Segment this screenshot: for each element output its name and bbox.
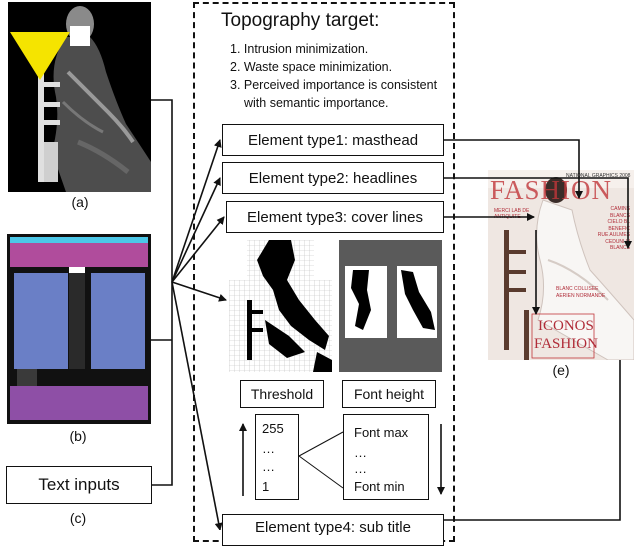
scale-dots: … [262, 441, 275, 456]
font-height-box: Font height [342, 380, 436, 408]
element-type2-box: Element type2: headlines [222, 162, 444, 194]
magazine-cover: NATIONAL GRAPHICS 2008 FASHION MERCI LAB… [488, 170, 634, 360]
cover-subtitle-2: FASHION [534, 336, 598, 352]
cover-bottom-lines: BLANC COLLISEE AERIEN NORMANDE [556, 286, 605, 299]
saliency-figure [8, 2, 151, 192]
cover-line: BLANC COLLISEE [556, 286, 599, 292]
element-type1-label: Element type1: masthead [247, 131, 419, 149]
cover-tagline: NATIONAL GRAPHICS 2008 [566, 173, 631, 179]
panel-a-label: (a) [71, 194, 89, 210]
cover-line: CIELO BL [607, 219, 630, 225]
cover-line: AERIEN NORMANDE [556, 292, 606, 299]
target-item: 1. Intrusion minimization. [230, 42, 369, 56]
element-type3-label: Element type3: cover lines [247, 208, 423, 226]
element-type3-box: Element type3: cover lines [226, 201, 444, 233]
cover-line: BENEFIC [608, 225, 630, 232]
connector-arrows [151, 99, 632, 530]
scale-dots: … [262, 459, 275, 474]
target-title: Topography target: [221, 10, 380, 31]
text-inputs-label: Text inputs [38, 475, 120, 494]
text-inputs-box: Text inputs [6, 466, 152, 504]
target-list: 1. Intrusion minimization. 2. Waste spac… [230, 40, 437, 112]
cover-line: BLANCS [609, 245, 630, 251]
cover-right-lines: CAMINS BLANCS CIELO BL BENEFIC RUE AULME… [594, 206, 630, 252]
cover-masthead: FASHION [490, 175, 613, 205]
cover-line: RUE AULMES [597, 232, 630, 238]
threshold-map [229, 240, 332, 372]
target-item: with semantic importance. [244, 96, 389, 110]
target-item: 2. Waste space minimization. [230, 60, 393, 74]
panel-e-label: (e) [552, 362, 570, 378]
element-type2-label: Element type2: headlines [248, 169, 418, 187]
panel-b-image [7, 234, 151, 424]
element-type1-box: Element type1: masthead [222, 124, 444, 156]
panel-b-label: (b) [69, 428, 87, 444]
yellow-triangle [10, 32, 70, 80]
font-scale-box: Font max … … Font min [343, 414, 429, 500]
cover-line: CAMINS BLANCS [609, 206, 630, 219]
font-height-map [339, 240, 442, 372]
panel-a-image [8, 2, 151, 192]
cover-subtitle-1: ICONOS [538, 318, 594, 334]
scale-top: 255 [262, 421, 284, 436]
cover-line: MERCI LAB DE [494, 208, 530, 214]
target-item: 3. Perceived importance is consistent [230, 78, 438, 92]
scale-dots: … [354, 461, 367, 476]
scale-bottom: 1 [262, 479, 270, 494]
scale-dots: … [354, 445, 367, 460]
threshold-label: Threshold [250, 386, 314, 402]
font-height-label: Font height [353, 386, 425, 402]
threshold-box: Threshold [240, 380, 324, 408]
panel-c-label: (c) [69, 510, 87, 526]
font-min-label: Font min [354, 479, 405, 494]
threshold-scale-box: 255 … … 1 [255, 414, 299, 500]
cover-line: CEDUNI LI [605, 238, 630, 245]
font-max-label: Font max [354, 425, 409, 440]
